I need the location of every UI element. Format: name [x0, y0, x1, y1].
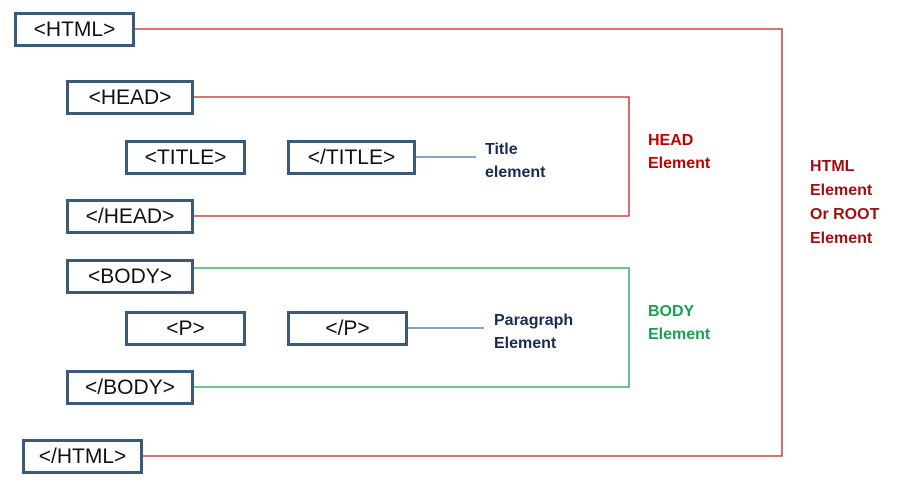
p-close-tag-box: </P>: [287, 311, 408, 346]
p-open-tag-box: <P>: [125, 311, 246, 346]
html-open-tag-box: <HTML>: [14, 12, 135, 47]
head-bracket-line: [194, 96, 630, 217]
body-open-tag-box: <BODY>: [66, 259, 194, 294]
html-root-element-label: HTML Element Or ROOT Element: [810, 158, 880, 247]
title-close-tag-box: </TITLE>: [287, 140, 416, 175]
body-close-tag-box: </BODY>: [66, 370, 194, 405]
title-open-tag-box: <TITLE>: [125, 140, 246, 175]
body-element-label: BODY Element: [648, 303, 711, 343]
paragraph-element-label: Paragraph Element: [494, 312, 574, 352]
body-bracket-line: [194, 267, 630, 388]
html-close-tag-box: </HTML>: [22, 439, 143, 474]
head-close-tag-box: </HEAD>: [66, 199, 194, 234]
html-bracket-line: [134, 28, 783, 457]
head-element-label: HEAD Element: [648, 132, 711, 172]
title-element-label: Title element: [485, 141, 546, 181]
head-open-tag-box: <HEAD>: [66, 80, 194, 115]
